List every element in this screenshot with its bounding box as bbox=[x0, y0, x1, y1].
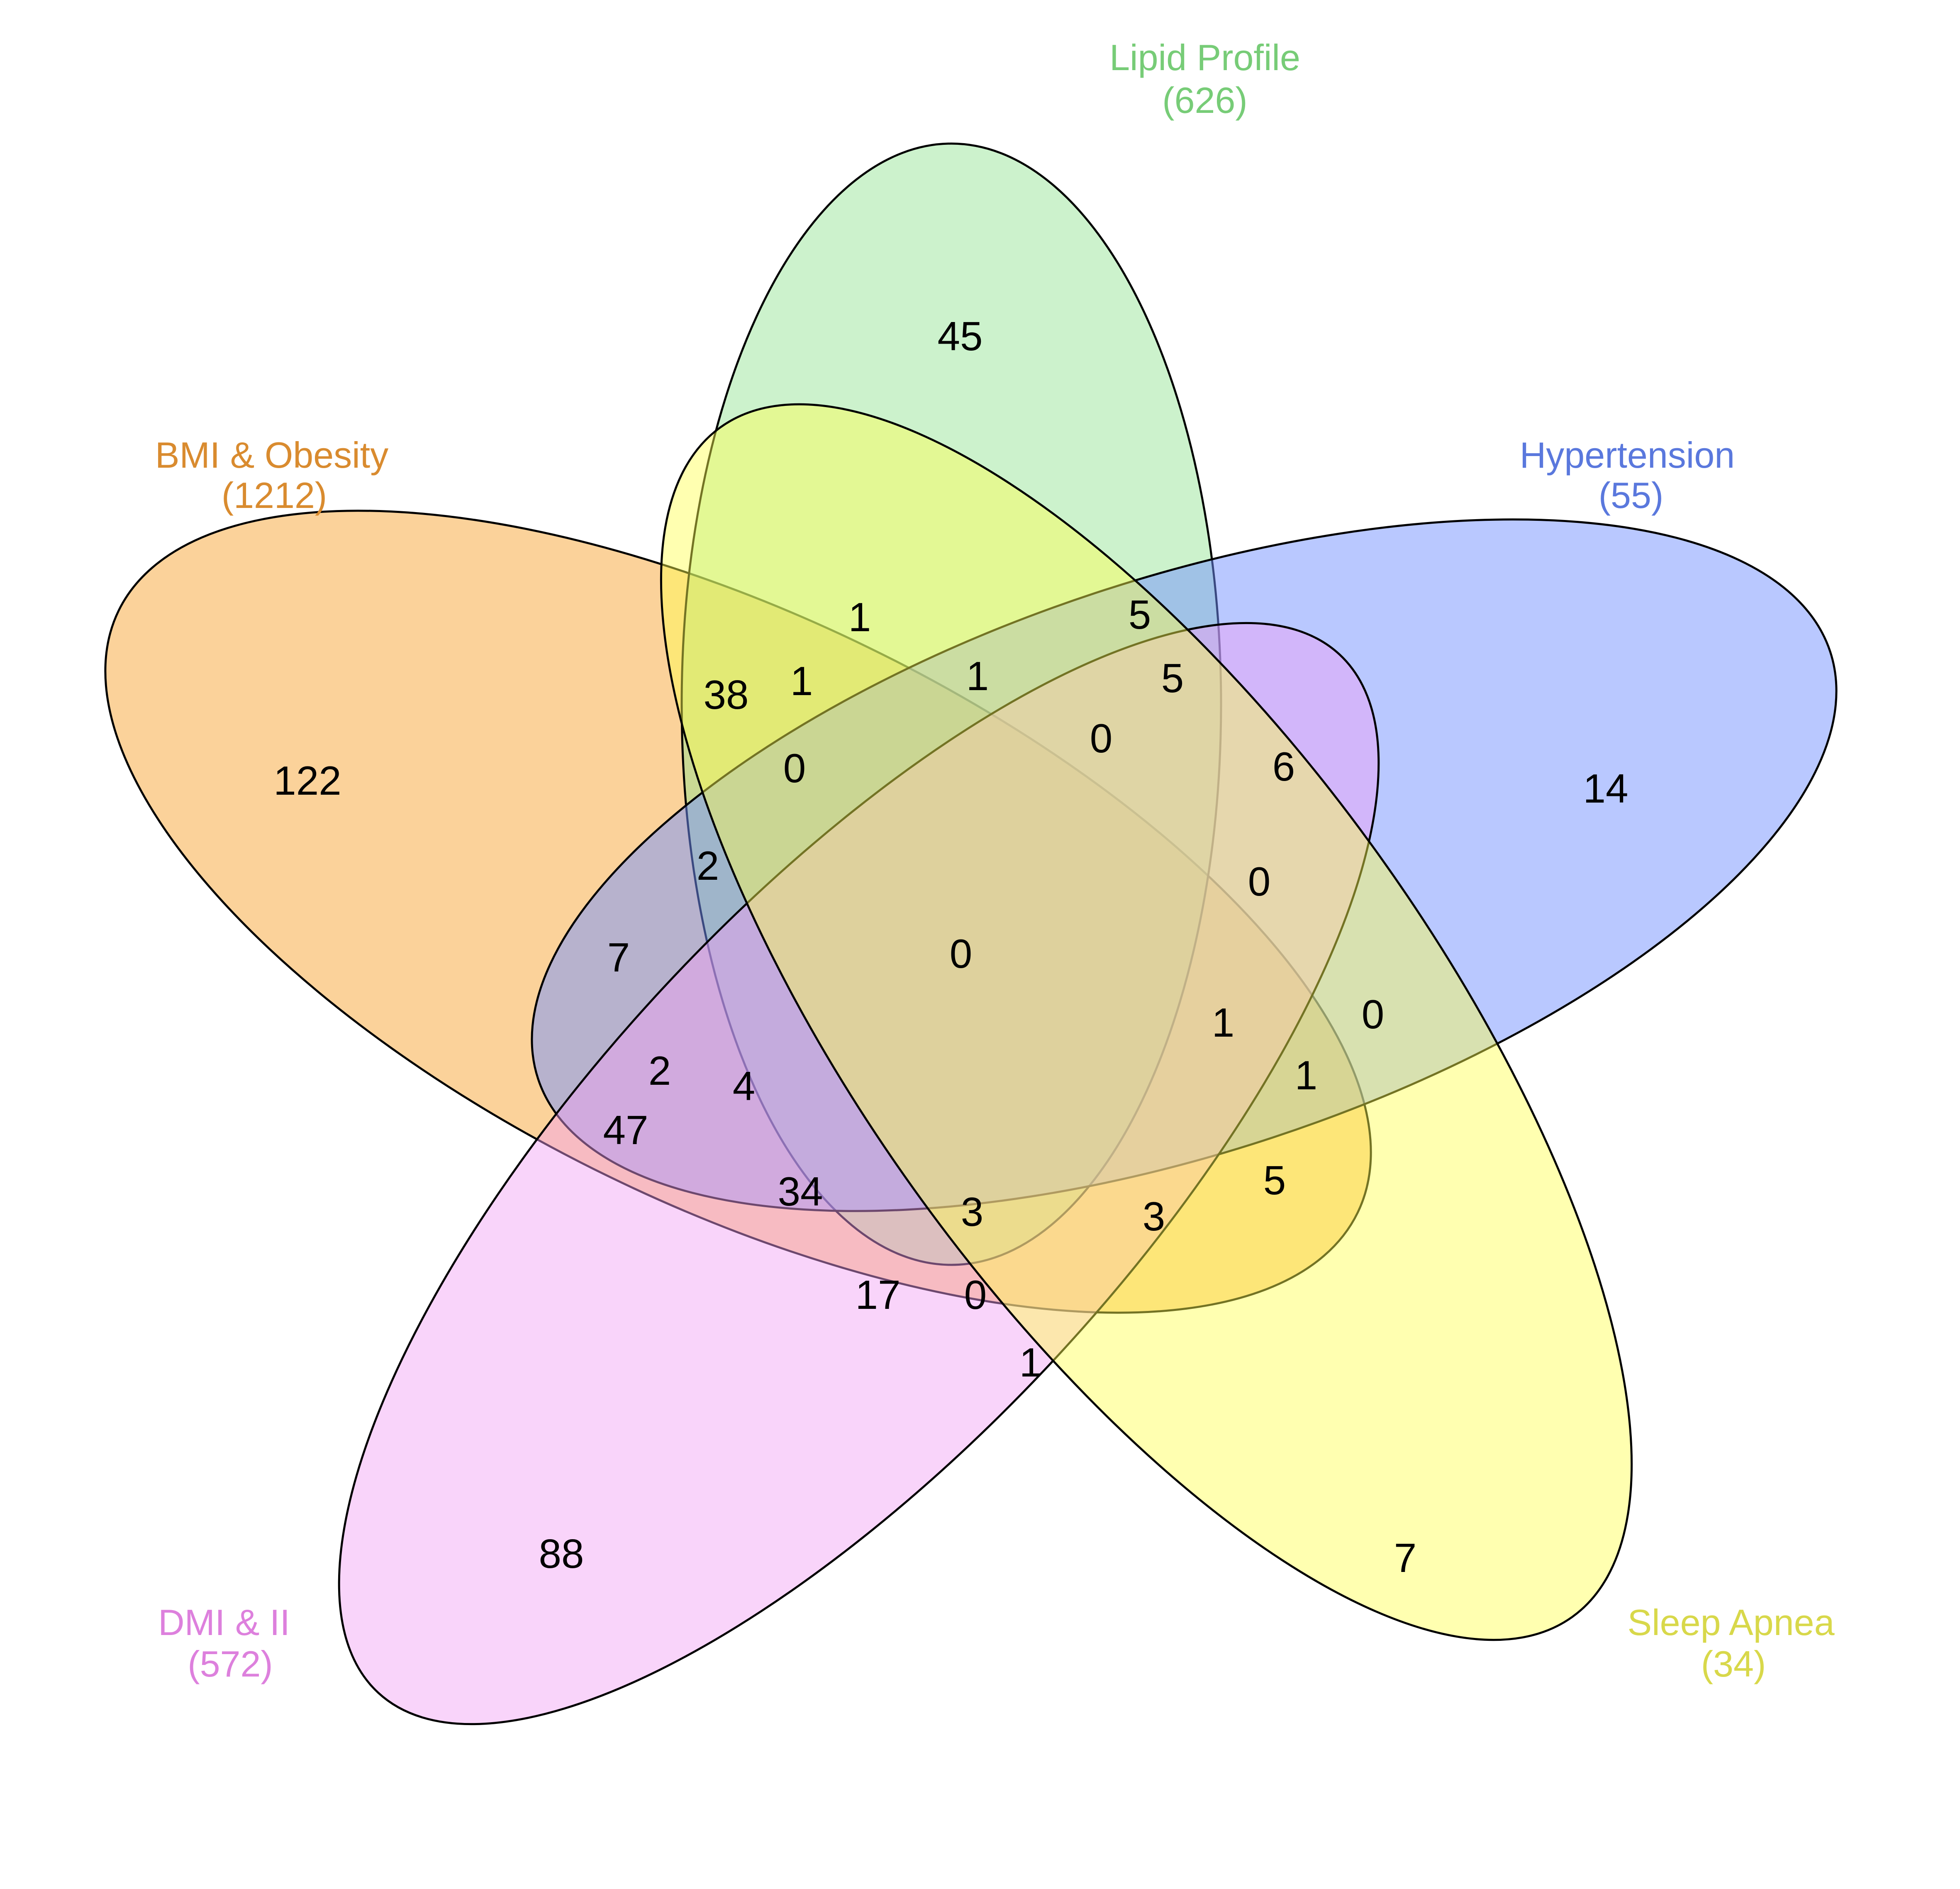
region-count: 0 bbox=[950, 931, 973, 976]
region-count: 6 bbox=[1273, 744, 1295, 789]
region-count: 7 bbox=[1394, 1535, 1417, 1581]
sleep-apnea-total: (34) bbox=[1701, 1643, 1766, 1684]
region-count: 1 bbox=[1295, 1052, 1318, 1098]
region-count: 122 bbox=[273, 758, 341, 803]
bmi-obesity-total: (1212) bbox=[222, 475, 327, 516]
region-count: 3 bbox=[1143, 1193, 1165, 1239]
region-count: 38 bbox=[703, 672, 748, 718]
region-count: 5 bbox=[1129, 592, 1151, 637]
sleep-apnea-ellipse bbox=[660, 403, 1633, 1641]
region-count: 3 bbox=[961, 1189, 984, 1235]
region-count: 2 bbox=[648, 1048, 671, 1093]
region-count: 0 bbox=[1362, 991, 1385, 1037]
region-count: 45 bbox=[937, 313, 982, 359]
region-count: 7 bbox=[607, 935, 630, 980]
region-count: 0 bbox=[1090, 715, 1113, 761]
hypertension-total: (55) bbox=[1599, 475, 1664, 516]
region-count: 2 bbox=[697, 843, 719, 888]
set-labels: Lipid Profile (626) Hypertension (55) BM… bbox=[155, 37, 1835, 1684]
region-count: 1 bbox=[1212, 1000, 1235, 1045]
region-counts: 45 14 7 88 122 1 5 38 1 1 5 0 6 0 2 0 7 … bbox=[273, 313, 1628, 1581]
region-count: 4 bbox=[733, 1063, 756, 1109]
sleep-apnea-label: Sleep Apnea bbox=[1627, 1602, 1834, 1643]
hypertension-label: Hypertension bbox=[1520, 434, 1735, 476]
region-count: 14 bbox=[1583, 766, 1628, 811]
region-count: 5 bbox=[1161, 655, 1184, 701]
region-count: 1 bbox=[966, 653, 989, 699]
set-ellipses bbox=[104, 142, 1838, 1725]
region-count: 17 bbox=[855, 1272, 900, 1318]
bmi-obesity-label: BMI & Obesity bbox=[155, 434, 388, 476]
lipid-profile-label: Lipid Profile bbox=[1109, 37, 1300, 78]
lipid-profile-total: (626) bbox=[1162, 80, 1247, 121]
region-count: 34 bbox=[778, 1169, 823, 1214]
region-count: 47 bbox=[603, 1107, 648, 1153]
region-count: 1 bbox=[1019, 1340, 1042, 1385]
region-count: 1 bbox=[790, 658, 813, 704]
region-count: 0 bbox=[964, 1272, 987, 1318]
dmi-ellipse bbox=[338, 622, 1380, 1725]
region-count: 88 bbox=[539, 1531, 584, 1577]
hypertension-ellipse bbox=[531, 518, 1838, 1212]
region-count: 1 bbox=[848, 594, 871, 640]
dmi-label: DMI & II bbox=[158, 1602, 290, 1643]
region-count: 5 bbox=[1263, 1157, 1286, 1203]
dmi-total: (572) bbox=[188, 1643, 273, 1684]
region-count: 0 bbox=[1248, 859, 1271, 904]
region-count: 0 bbox=[783, 745, 806, 791]
